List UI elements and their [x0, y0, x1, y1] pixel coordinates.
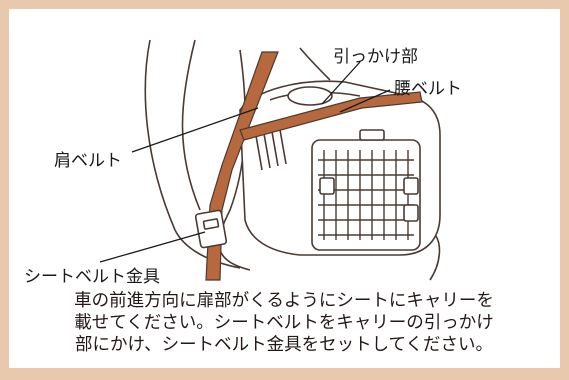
- caption-line-3: 部にかけ、シートベルト金具をセットしてください。: [74, 335, 494, 355]
- caption-line-1: 車の前進方向に扉部がくるようにシートにキャリーを: [74, 291, 494, 311]
- label-buckle: シートベルト金具: [24, 267, 160, 287]
- seat-belt-buckle: [194, 209, 228, 249]
- label-hook: 引っかけ部: [333, 47, 418, 67]
- label-lap-belt: 腰ベルト: [394, 79, 462, 99]
- caption-line-2: 載せてください。シートベルトをキャリーの引っかけ: [74, 313, 494, 333]
- seat-belt: [205, 51, 423, 281]
- instruction-caption: 車の前進方向に扉部がくるようにシートにキャリーを 載せてください。シートベルトを…: [14, 290, 554, 356]
- label-shoulder-belt: 肩ベルト: [54, 151, 122, 171]
- label-leader-lines: [99, 61, 391, 263]
